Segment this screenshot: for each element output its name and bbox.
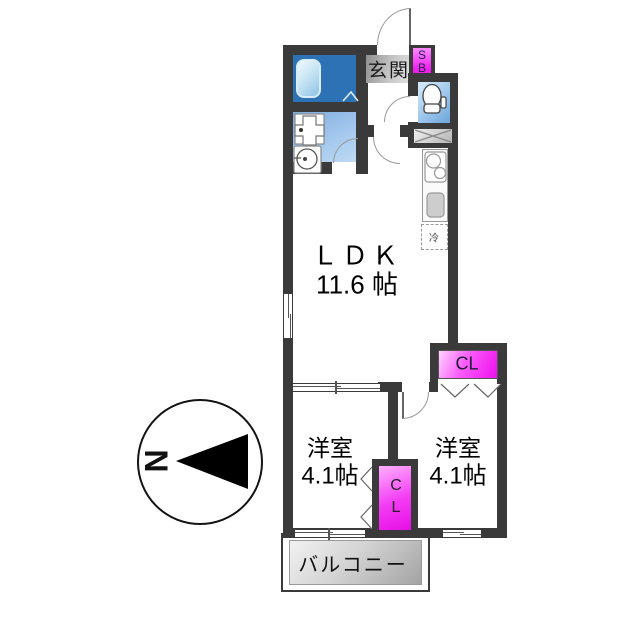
- sink-icon: [426, 192, 445, 218]
- ldk-size-label: 11.6 帖: [316, 269, 398, 300]
- wall-center-vertical: [388, 382, 398, 462]
- closet-right-label: CL: [455, 353, 479, 374]
- shoe-box-label-bottom: B: [417, 61, 427, 75]
- bath-door-fold-icon: [342, 90, 359, 102]
- bedroom-left-size-label: 4.1帖: [301, 462, 359, 490]
- window-left-wall: [283, 294, 293, 338]
- bathtub: [296, 59, 321, 98]
- closet-right-fold-icon: [440, 383, 502, 398]
- partition-ldk-bedroom: [293, 381, 380, 394]
- compass-circle: [137, 399, 263, 525]
- entrance-hall: [366, 55, 411, 83]
- shoe-box-label-top: S: [417, 48, 427, 62]
- wall-hall-bottom-left: [366, 125, 374, 137]
- wall-kitchen-right: [448, 145, 458, 345]
- refrigerator-label: 冷: [429, 233, 439, 245]
- wall-right-lower: [497, 343, 507, 538]
- pipe-space-x-icon: [414, 129, 452, 143]
- toilet-door-gap: [408, 96, 418, 122]
- wall-top-left: [283, 45, 377, 55]
- wall-bath-hall: [356, 45, 368, 174]
- bedroom-left-label: 洋室: [307, 435, 353, 461]
- washing-machine-pan-icon: [294, 113, 325, 146]
- compass-north-label: N: [138, 449, 175, 473]
- window-bedroom-left: [295, 528, 365, 540]
- window-bedroom-right: [443, 529, 481, 538]
- closet-right: [438, 350, 498, 379]
- balcony-label: バルコニー: [298, 554, 408, 577]
- wall-closet-top: [430, 343, 507, 352]
- closet-middle-fold-icon: [360, 466, 373, 530]
- balcony-floor: [289, 540, 422, 585]
- closet-middle-label-bottom: L: [391, 499, 401, 516]
- entrance-label: 玄関: [367, 60, 411, 82]
- wall-bedrooms-top-b: [429, 382, 438, 392]
- stove-icon: [424, 151, 447, 183]
- wall-left-lower: [283, 338, 293, 538]
- refrigerator-space: [421, 224, 448, 250]
- closet-middle-fill: [379, 466, 411, 530]
- toilet-icon: [422, 83, 447, 114]
- bedroom-right-label: 洋室: [435, 435, 481, 461]
- closet-middle-label-top: C: [390, 477, 402, 494]
- wall-bath-wash-divider: [293, 102, 356, 112]
- washbasin-icon: [293, 145, 322, 174]
- ldk-label: ＬＤＫ: [311, 240, 403, 271]
- shoe-box-fill: [413, 48, 431, 75]
- bedroom-right-size-label: 4.1帖: [429, 462, 487, 490]
- wall-closet-left: [430, 343, 438, 392]
- wall-hall-bottom-right: [400, 125, 411, 137]
